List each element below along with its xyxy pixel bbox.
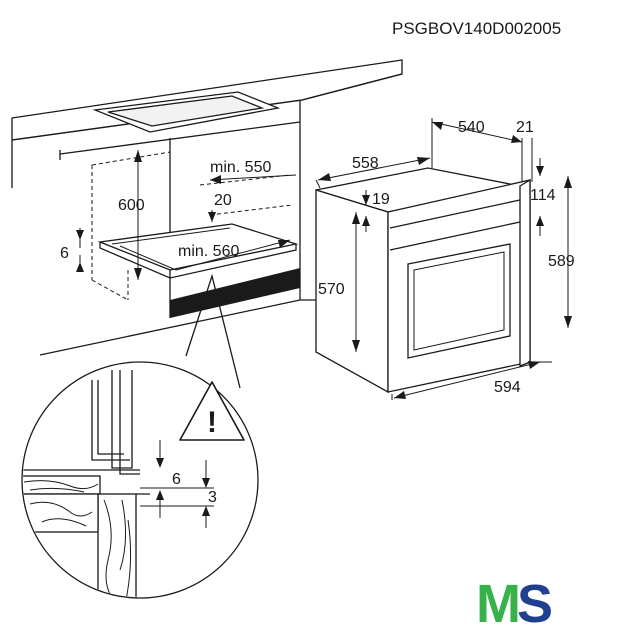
svg-text:540: 540: [458, 119, 485, 136]
dim-cabinet-width: min. 560: [175, 239, 291, 271]
dim-front-inset: 114: [530, 158, 556, 236]
oven: [315, 167, 531, 394]
detail-step-label: 3: [208, 489, 217, 506]
svg-text:114: 114: [530, 187, 556, 204]
svg-text:min. 560: min. 560: [178, 243, 239, 260]
logo-letter-m: M: [476, 574, 518, 634]
dim-gap-top: 20: [208, 192, 232, 222]
svg-text:570: 570: [318, 281, 345, 298]
svg-text:558: 558: [352, 155, 379, 172]
svg-text:min. 550: min. 550: [210, 159, 271, 176]
logo-letter-s: S: [517, 574, 551, 634]
kitchen-cabinet: [11, 59, 403, 356]
ms-logo: MS: [476, 574, 555, 634]
svg-text:!: !: [207, 406, 217, 439]
svg-text:600: 600: [118, 197, 145, 214]
svg-text:6: 6: [60, 245, 69, 262]
dim-cabinet-depth: min. 550: [209, 159, 297, 184]
dim-cabinet-height: 600: [118, 150, 145, 280]
svg-text:594: 594: [494, 379, 521, 396]
dim-oven-depth-body: 558: [317, 155, 431, 181]
dim-front-thickness: 21: [516, 119, 534, 182]
svg-text:589: 589: [548, 253, 575, 270]
dim-oven-depth-total: 540: [431, 118, 523, 168]
warning-icon: !: [179, 381, 245, 441]
detail-gap-label: 6: [172, 471, 181, 488]
dim-side-offset: 6: [60, 228, 84, 272]
document-code: PSGBOV140D002005: [392, 19, 561, 38]
svg-text:19: 19: [372, 191, 390, 208]
dim-oven-front-height: 589: [548, 176, 575, 328]
dim-oven-front-width: 594: [391, 361, 552, 400]
dim-top-gap: 19: [362, 190, 390, 232]
dim-oven-body-height: 570: [318, 212, 360, 352]
svg-text:20: 20: [214, 192, 232, 209]
svg-text:MS: MS: [476, 574, 551, 634]
svg-text:21: 21: [516, 119, 534, 136]
